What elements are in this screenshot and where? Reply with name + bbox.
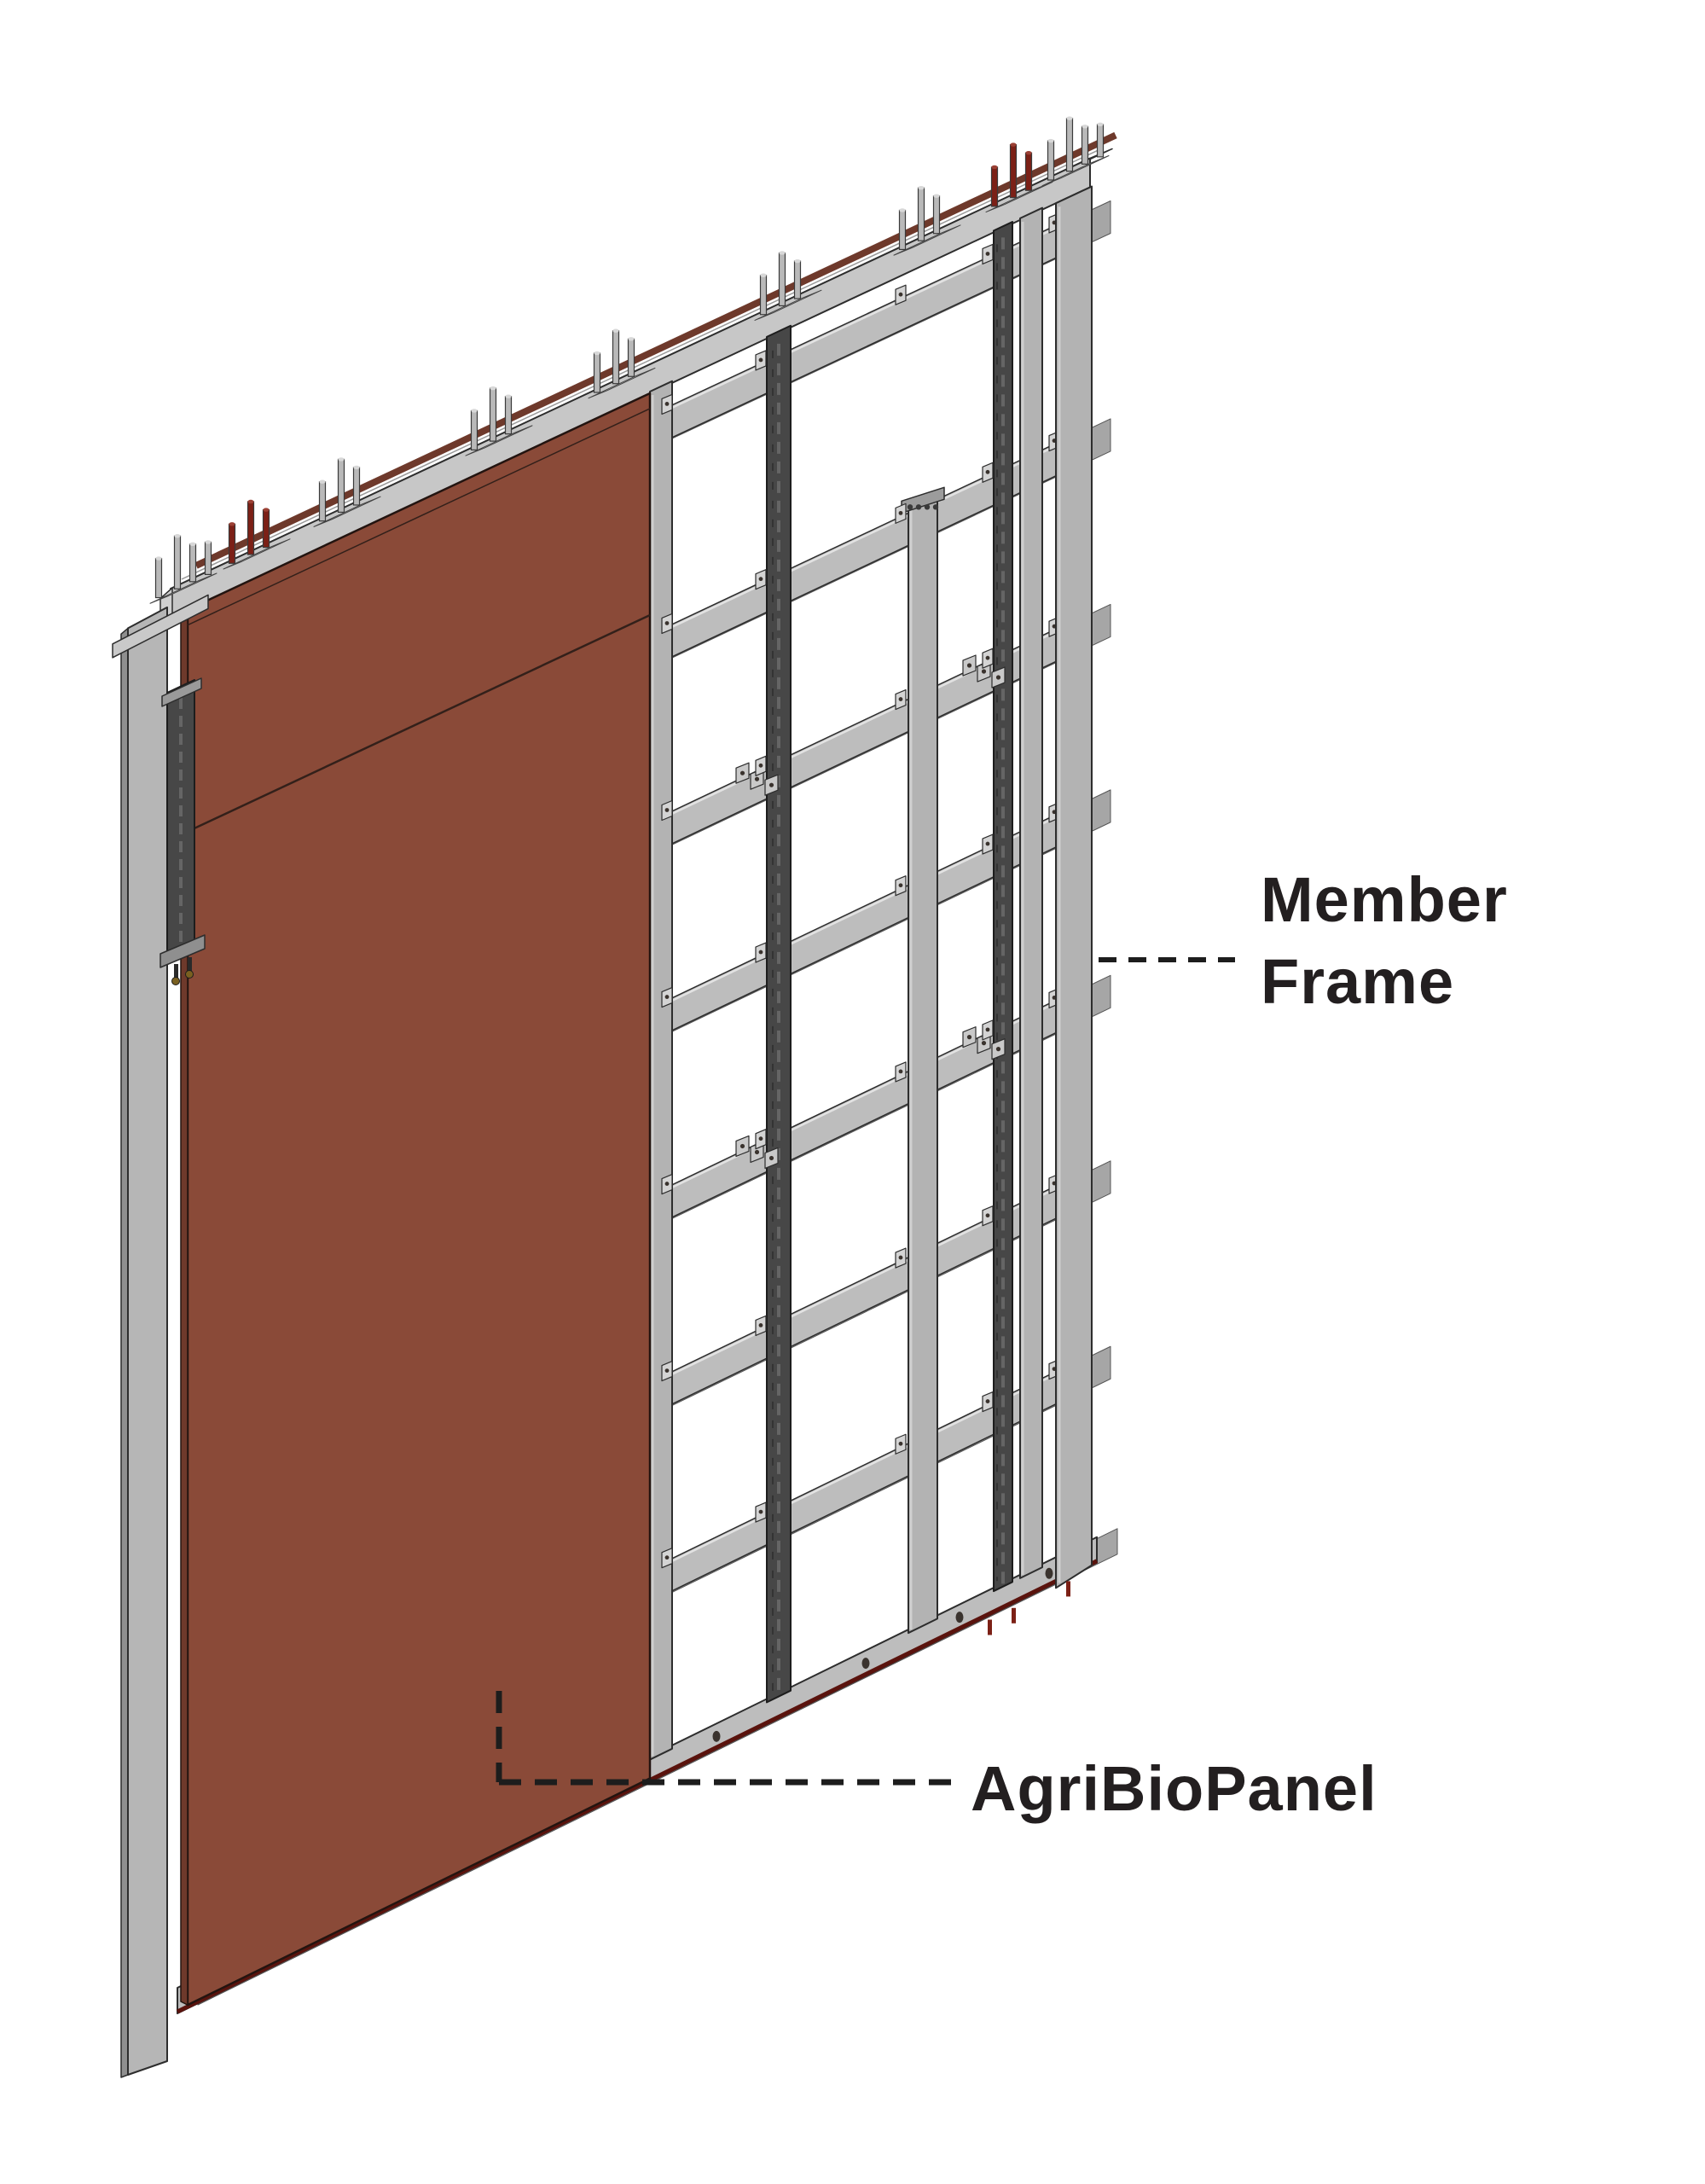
agribiopanel-leader-line xyxy=(496,1691,959,1786)
member-frame-label-line2: Frame xyxy=(1261,946,1454,1017)
member-frame-label-line1: Member xyxy=(1261,864,1508,935)
agribiopanel-illustration xyxy=(180,392,652,2007)
annotations: Member Frame AgriBioPanel xyxy=(496,864,1508,1824)
agribiopanel-label: AgriBioPanel xyxy=(971,1753,1377,1824)
edge-columns-illustration xyxy=(112,594,209,2078)
anchor-pins-illustration xyxy=(149,116,1110,604)
